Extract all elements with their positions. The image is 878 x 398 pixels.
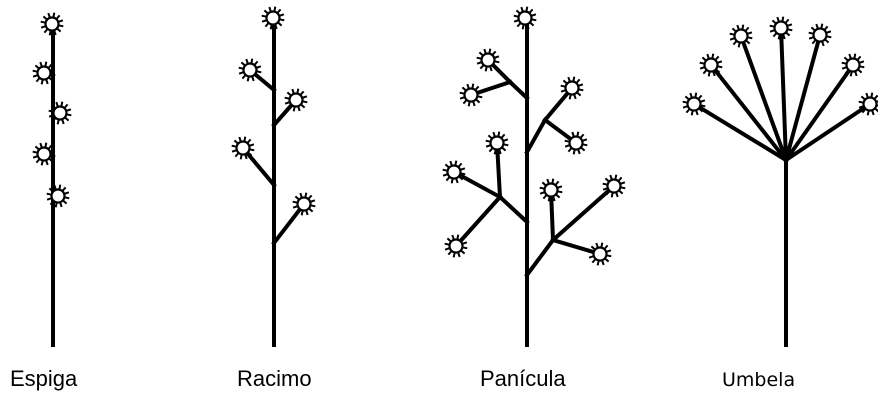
- umbela-pedicel-6: [786, 65, 853, 160]
- umbela-flower-1: [683, 93, 706, 116]
- panicula-branch-lr: [527, 240, 553, 275]
- racimo-flower-3: [232, 137, 255, 160]
- racimo-flower-4: [293, 193, 316, 216]
- panicula-flower-9: [603, 175, 626, 198]
- racimo-flower-1: [239, 59, 262, 82]
- panicula-sub-6: [454, 172, 500, 197]
- panicula-flower-4: [565, 132, 588, 155]
- panicula-sub-9: [553, 186, 614, 240]
- umbela-pedicel-2: [711, 65, 786, 160]
- label-espiga: Espiga: [10, 366, 77, 392]
- panicula-flower-3: [561, 77, 584, 100]
- umbela-flower-5: [809, 24, 832, 47]
- panicula-flower-10: [589, 243, 612, 266]
- panicula-flower-6: [443, 161, 466, 184]
- panicula-branch-ll: [500, 197, 527, 222]
- umbela-flower-6: [842, 54, 865, 77]
- racimo-flower-2: [285, 89, 308, 112]
- panicula-flower-1: [477, 49, 500, 72]
- panicula-flower-7: [445, 235, 468, 258]
- umbela-flower-3: [730, 25, 753, 48]
- umbela-pedicel-4: [781, 28, 786, 160]
- panicula-branch-upper: [510, 82, 527, 98]
- espiga-flower-5: [47, 185, 70, 208]
- label-racimo: Racimo: [237, 366, 312, 392]
- umbela-pedicel-1: [694, 104, 786, 160]
- umbela-flower-2: [700, 54, 723, 77]
- label-panicula: Panícula: [480, 366, 566, 392]
- panicula-branch-ur: [527, 120, 545, 152]
- umbela-pedicel-3: [741, 36, 786, 160]
- label-umbela: Umbela: [722, 369, 795, 391]
- panicula-flower-2: [460, 84, 483, 107]
